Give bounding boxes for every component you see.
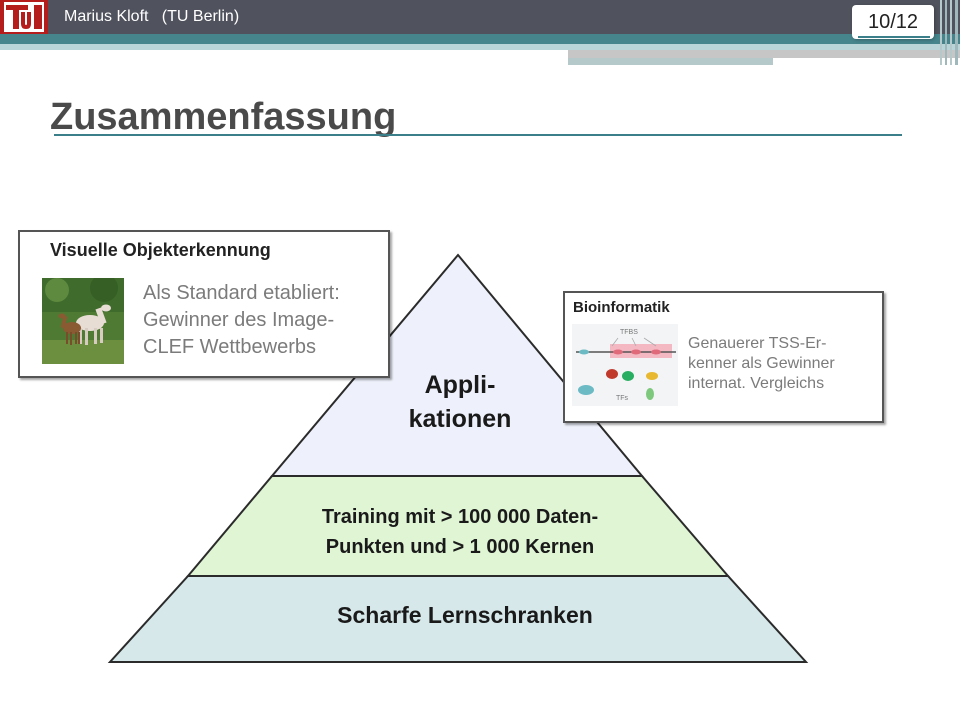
vision-heading: Visuelle Objekterkennung bbox=[50, 240, 271, 260]
vision-line1: Als Standard etabliert: bbox=[143, 282, 340, 304]
pyramid-label-applications: Appli- kationen bbox=[370, 368, 550, 436]
tfs-label: TFs bbox=[616, 395, 629, 402]
applications-line1: Appli- bbox=[424, 371, 496, 399]
bio-line1: Genauerer TSS-Er- bbox=[688, 335, 827, 352]
page-number-underline bbox=[858, 36, 930, 38]
tu-berlin-logo bbox=[0, 0, 48, 34]
header-stripe bbox=[568, 58, 773, 65]
header-stripe bbox=[0, 34, 960, 44]
header-bar bbox=[0, 0, 960, 34]
vision-description: Als Standard etabliert: Gewinner des Ima… bbox=[143, 280, 383, 361]
horses-photo bbox=[42, 278, 124, 364]
page-number: 10/12 bbox=[867, 10, 919, 33]
header-stripe bbox=[0, 44, 960, 50]
bio-heading: Bioinformatik bbox=[573, 299, 670, 316]
pyramid-label-training: Training mit > 100 000 Daten- Punkten un… bbox=[260, 502, 660, 562]
slide-title: Zusammenfassung bbox=[50, 96, 397, 138]
tfbs-label: TFBS bbox=[620, 329, 638, 336]
applications-line2: kationen bbox=[408, 405, 512, 433]
page-number-badge: 10/12 bbox=[852, 5, 934, 39]
training-line1: Training mit > 100 000 Daten- bbox=[321, 506, 599, 528]
training-line2: Punkten und > 1 000 Kernen bbox=[325, 536, 595, 558]
tfbs-diagram: TFBS TFs bbox=[572, 324, 678, 406]
bio-line3: internat. Vergleichs bbox=[688, 375, 825, 392]
pyramid-label-bounds: Scharfe Lernschranken bbox=[337, 602, 593, 628]
bio-line2: kenner als Gewinner bbox=[688, 355, 835, 372]
header-stripe bbox=[568, 50, 960, 58]
bio-description: Genauerer TSS-Er- kenner als Gewinner in… bbox=[688, 334, 883, 394]
vision-line3: CLEF Wettbewerbs bbox=[143, 336, 317, 358]
decorative-lines bbox=[940, 0, 958, 65]
vision-line2: Gewinner des Image- bbox=[143, 309, 335, 331]
author-name: Marius Kloft (TU Berlin) bbox=[64, 8, 240, 25]
title-underline bbox=[54, 134, 902, 136]
